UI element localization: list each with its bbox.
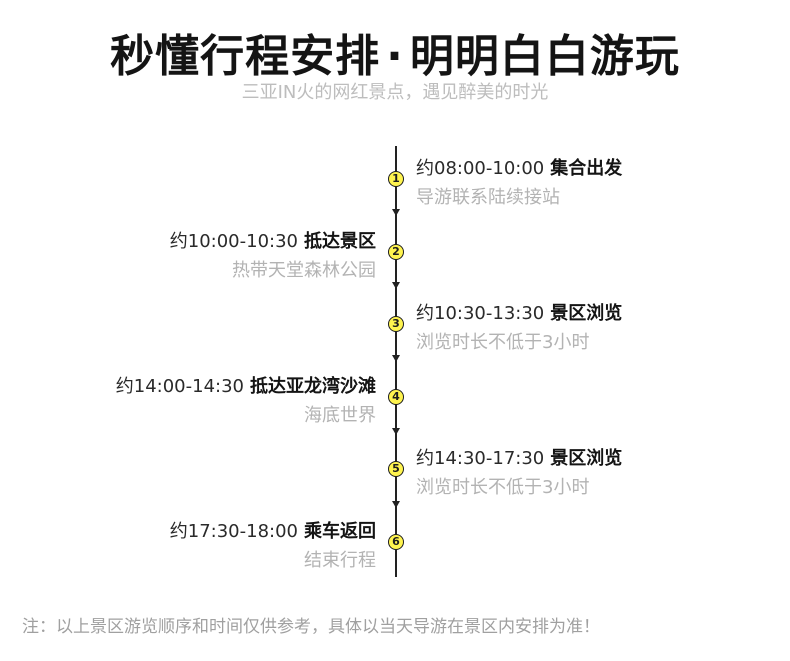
event-place: 抵达亚龙湾沙滩 [250, 376, 376, 397]
step-marker-6: 6 [388, 534, 404, 550]
title-left: 秒懂行程安排 [110, 31, 381, 82]
step-marker-2: 2 [388, 244, 404, 260]
step-marker-5: 5 [388, 461, 404, 477]
event-detail: 浏览时长不低于3小时 [416, 332, 590, 353]
arrow-down-icon [392, 428, 400, 435]
title-right: 明明白白游玩 [409, 31, 680, 82]
timeline-event-4: 约14:00-14:30 抵达亚龙湾沙滩 海底世界 [116, 372, 376, 427]
event-detail: 导游联系陆续接站 [416, 187, 560, 208]
footnote: 注：以上景区游览顺序和时间仅供参考，具体以当天导游在景区内安排为准！ [22, 617, 600, 637]
page-title: 秒懂行程安排·明明白白游玩 [0, 20, 790, 84]
step-marker-1: 1 [388, 171, 404, 187]
event-time: 约08:00-10:00 [416, 158, 545, 179]
event-time: 约10:30-13:30 [416, 303, 545, 324]
timeline-event-2: 约10:00-10:30 抵达景区 热带天堂森林公园 [170, 227, 376, 282]
arrow-down-icon [392, 355, 400, 362]
event-time: 约10:00-10:30 [169, 231, 298, 252]
event-detail: 结束行程 [304, 550, 376, 571]
arrow-down-icon [392, 209, 400, 216]
step-marker-3: 3 [388, 316, 404, 332]
event-place: 景区浏览 [550, 448, 623, 469]
event-detail: 海底世界 [304, 405, 376, 426]
event-time: 约14:00-14:30 [115, 376, 244, 397]
event-detail: 热带天堂森林公园 [232, 260, 376, 281]
event-time: 约17:30-18:00 [169, 521, 298, 542]
arrow-down-icon [392, 501, 400, 508]
title-dot: · [386, 31, 404, 82]
arrow-down-icon [392, 282, 400, 289]
event-place: 抵达景区 [304, 231, 376, 252]
event-place: 乘车返回 [304, 521, 376, 542]
event-place: 景区浏览 [550, 303, 623, 324]
timeline-event-6: 约17:30-18:00 乘车返回 结束行程 [170, 517, 376, 572]
event-place: 集合出发 [550, 158, 623, 179]
step-marker-4: 4 [388, 389, 404, 405]
event-time: 约14:30-17:30 [416, 448, 545, 469]
page-subtitle: 三亚IN火的网红景点，遇见醉美的时光 [241, 82, 549, 103]
event-detail: 浏览时长不低于3小时 [416, 477, 590, 498]
